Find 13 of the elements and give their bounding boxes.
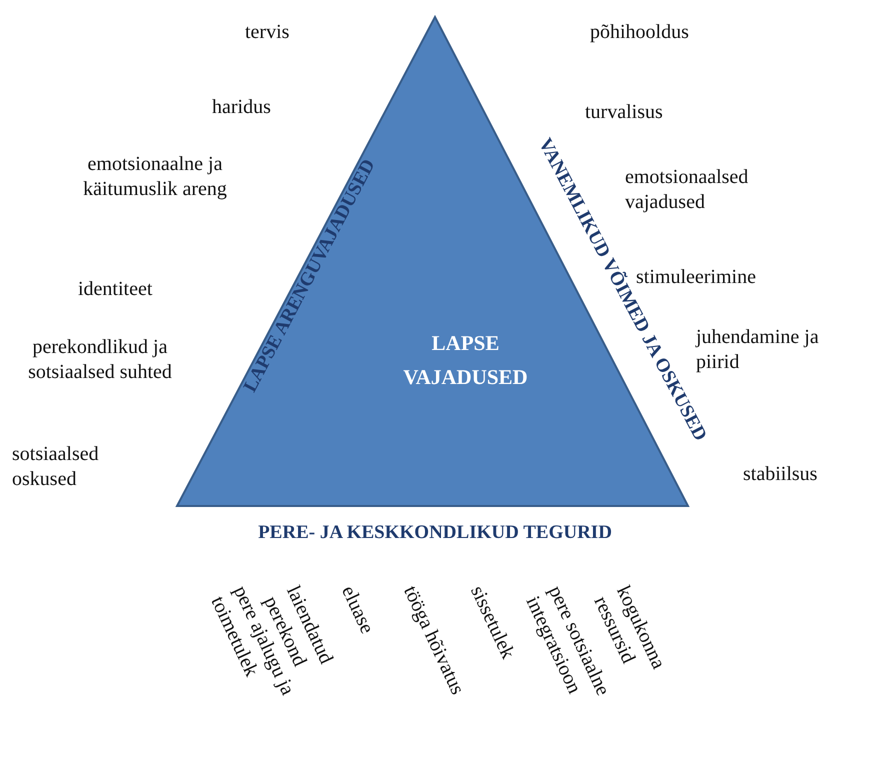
- factor-label: emotsionaalsed vajadused: [625, 165, 750, 215]
- factor-label: haridus: [212, 95, 271, 120]
- factor-label: perekondlikud ja sotsiaalsed suhted: [27, 335, 173, 385]
- factor-label: sotsiaalsed oskused: [12, 442, 100, 492]
- center-title: LAPSE VAJADUSED: [402, 330, 529, 391]
- factor-label: eluase: [336, 582, 380, 638]
- factor-label: identiteet: [78, 277, 152, 302]
- factor-label: stabiilsus: [743, 462, 818, 487]
- side-heading: PERE- JA KESKKONDLIKUD TEGURID: [257, 522, 613, 544]
- factor-label: emotsionaalne ja käitumuslik areng: [82, 152, 228, 202]
- factor-label: põhihooldus: [590, 20, 689, 45]
- factor-label: tervis: [245, 20, 290, 45]
- factor-label: turvalisus: [585, 100, 663, 125]
